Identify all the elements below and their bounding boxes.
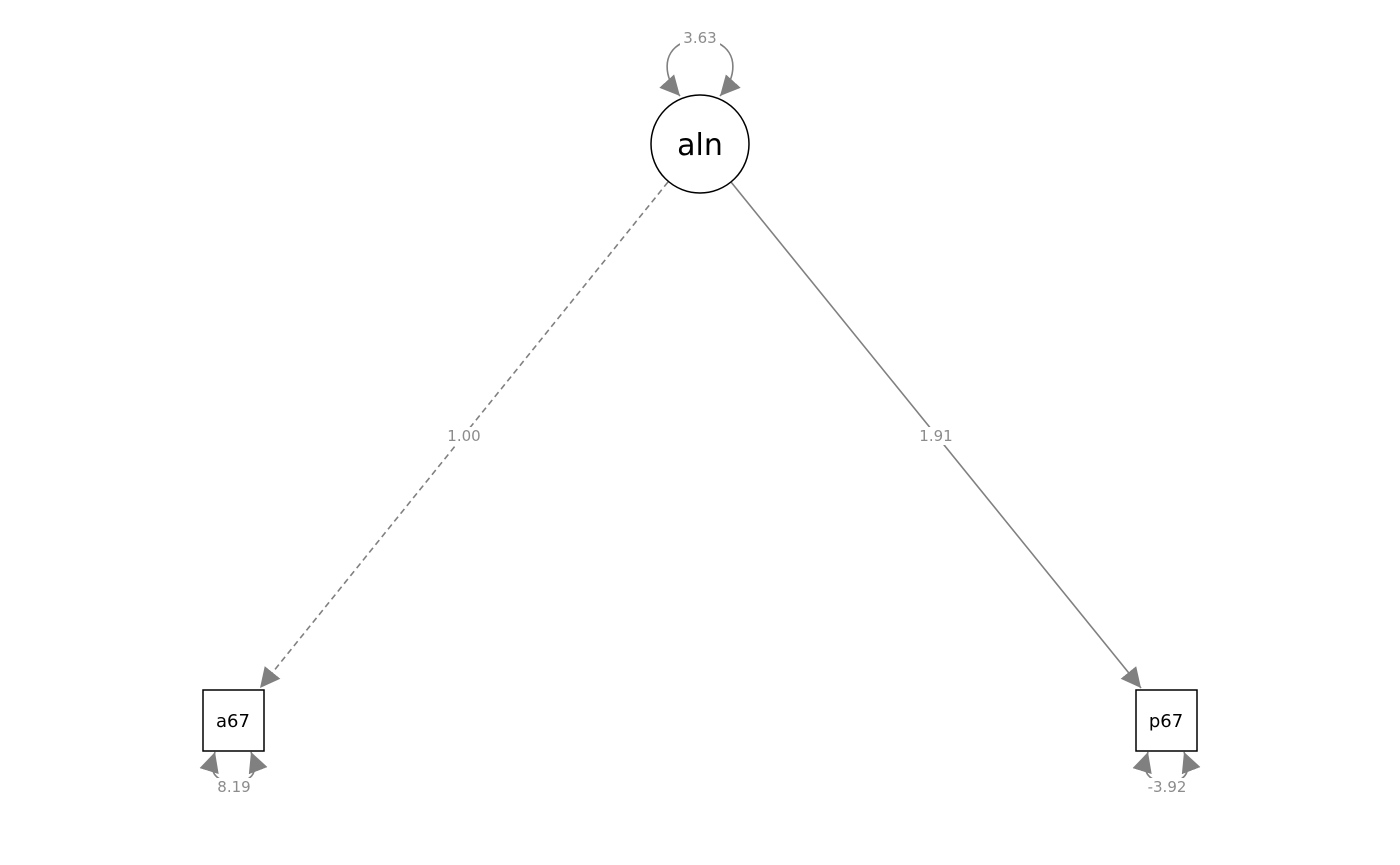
variance-loop-a67 <box>199 751 223 781</box>
variance-label-p67: -3.92 <box>1148 778 1187 796</box>
loading-label-a67: 1.00 <box>447 427 480 445</box>
manifest-node-a67 <box>202 689 265 752</box>
variance-loop-aln <box>659 42 683 97</box>
loading-label-p67: 1.91 <box>919 427 952 445</box>
variance-loop-a67-right <box>245 751 268 781</box>
variance-loop-p67 <box>1132 751 1156 781</box>
manifest-node-p67-label: p67 <box>1149 711 1183 732</box>
manifest-node-p67 <box>1135 689 1198 752</box>
variance-label-aln: 3.63 <box>683 29 716 47</box>
variance-loop-aln-right <box>717 42 741 97</box>
variance-loop-p67-right <box>1178 751 1201 781</box>
latent-node-aln <box>650 94 750 194</box>
manifest-node-a67-label: a67 <box>216 711 250 732</box>
latent-node-label: aln <box>677 128 723 163</box>
variance-label-a67: 8.19 <box>217 778 250 796</box>
